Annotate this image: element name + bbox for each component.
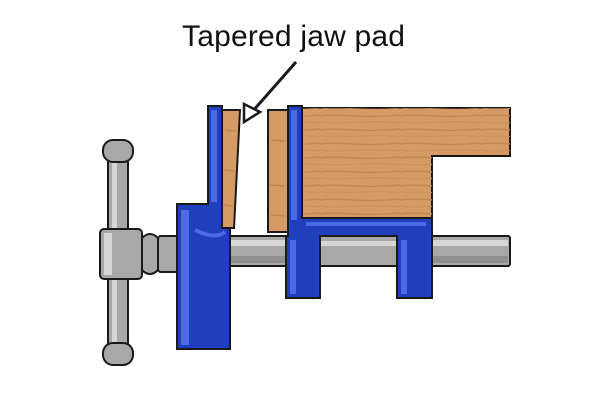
- annotation-label: Tapered jaw pad: [182, 20, 406, 53]
- arrow-icon: [242, 61, 298, 125]
- wood-workpiece-icon: [297, 107, 511, 219]
- t-handle-icon: [99, 139, 179, 366]
- jaw-pad-right-icon: [267, 109, 289, 233]
- sliding-jaw-icon: [285, 105, 433, 299]
- tapered-jaw-pad-icon: [221, 109, 242, 229]
